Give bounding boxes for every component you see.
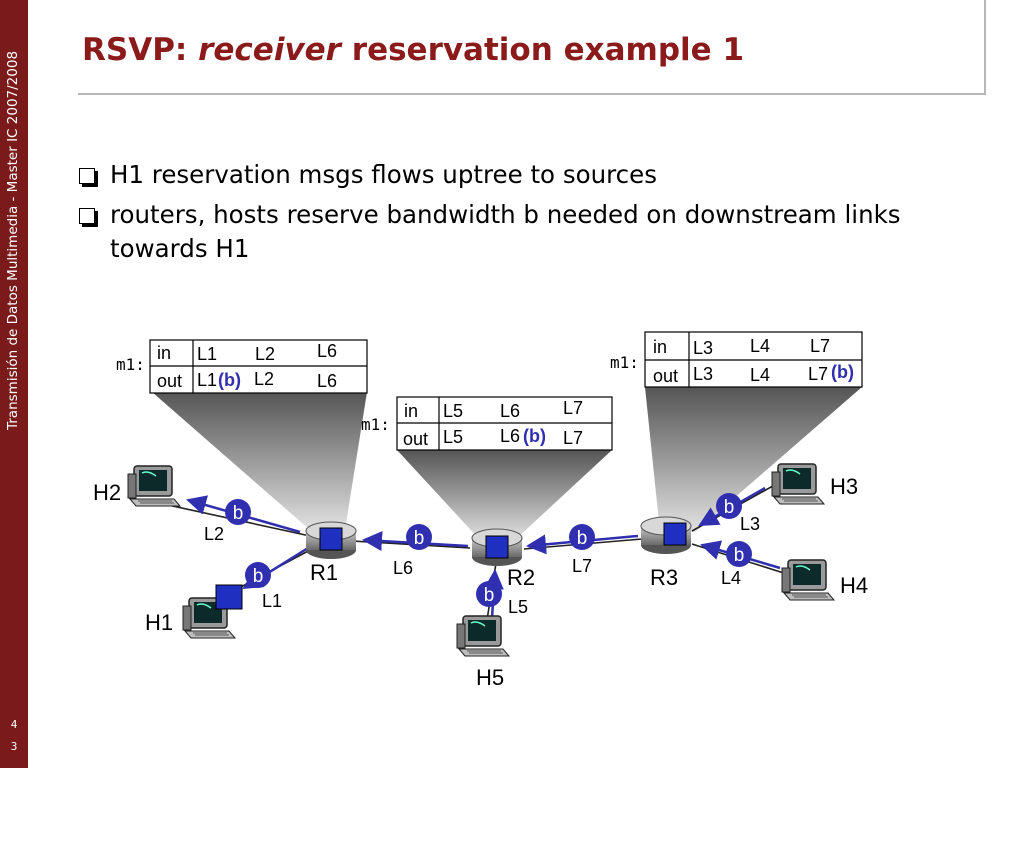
page-number-digit-1: 4 <box>10 718 18 731</box>
link-label-l6: L6 <box>393 558 413 578</box>
svg-text:L7: L7 <box>810 336 830 356</box>
svg-text:L6: L6 <box>500 401 520 421</box>
bullet-text: routers, hosts reserve bandwidth b neede… <box>110 200 901 263</box>
bullet-text: H1 reservation msgs flows uptree to sour… <box>110 160 657 189</box>
label-h2: H2 <box>93 480 121 505</box>
label-r3: R3 <box>650 565 678 590</box>
svg-text:L3: L3 <box>693 338 713 358</box>
checkbox-bullet-icon <box>79 208 95 224</box>
host-h4-computer-icon <box>781 559 835 601</box>
label-r2: R2 <box>507 565 535 590</box>
network-diagram: b b b b b b b H2 H1 H5 H3 H4 R1 R2 <box>93 331 868 690</box>
link-label-l7: L7 <box>572 556 592 576</box>
svg-text:L6: L6 <box>317 341 337 361</box>
svg-text:L5: L5 <box>443 401 463 421</box>
table-r2: m1: in L5 L6 L7 out L5 L6 (b) L7 <box>361 396 613 451</box>
title-emphasis: receiver <box>198 32 341 68</box>
router-r3 <box>640 516 692 554</box>
svg-text:out: out <box>157 371 182 391</box>
title-prefix: RSVP: <box>82 32 199 68</box>
svg-text:L5: L5 <box>443 427 463 447</box>
bandwidth-label: b <box>233 503 244 524</box>
host-h1-interface <box>215 584 243 610</box>
svg-text:L4: L4 <box>750 336 770 356</box>
label-h1: H1 <box>145 610 173 635</box>
title-suffix: reservation example 1 <box>340 32 745 68</box>
svg-text:L1: L1 <box>197 370 217 390</box>
host-h3-computer-icon <box>771 463 825 505</box>
svg-text:out: out <box>403 429 428 449</box>
svg-text:L3: L3 <box>693 364 713 384</box>
label-r1: R1 <box>310 560 338 585</box>
router-r1 <box>305 521 357 559</box>
svg-text:in: in <box>157 343 171 363</box>
link-label-l1: L1 <box>262 591 282 611</box>
page-number-digit-2: 3 <box>10 740 18 753</box>
svg-text:in: in <box>653 337 667 357</box>
svg-text:L6: L6 <box>317 371 337 391</box>
label-h5: H5 <box>476 665 504 690</box>
host-h5-computer-icon <box>456 615 510 657</box>
title-frame <box>78 0 986 95</box>
svg-text:L6: L6 <box>500 426 520 446</box>
link-label-l4: L4 <box>721 568 741 588</box>
funnel-r3 <box>645 387 862 532</box>
svg-text:in: in <box>404 401 418 421</box>
bullet-list: H1 reservation msgs flows uptree to sour… <box>76 158 956 272</box>
link-label-l3: L3 <box>740 514 760 534</box>
svg-text:(b): (b) <box>218 370 241 390</box>
host-h2-computer-icon <box>127 465 181 507</box>
svg-text:L1: L1 <box>197 344 217 364</box>
table-r1: m1: in L1 L2 L6 out L1 (b) L2 L6 <box>116 339 368 394</box>
table-r2-label: m1: <box>361 415 390 434</box>
slide-title: RSVP: receiver reservation example 1 <box>82 32 744 68</box>
bandwidth-label: b <box>484 585 495 606</box>
svg-text:L2: L2 <box>254 369 274 389</box>
funnel-r2 <box>397 450 612 540</box>
svg-text:(b): (b) <box>831 362 854 382</box>
svg-text:L2: L2 <box>255 344 275 364</box>
link-label-l2: L2 <box>204 524 224 544</box>
svg-text:L7: L7 <box>808 364 828 384</box>
bandwidth-markers: b b b b b b b <box>225 493 752 607</box>
label-h4: H4 <box>840 573 868 598</box>
bandwidth-label: b <box>577 528 588 549</box>
bullet-item: routers, hosts reserve bandwidth b neede… <box>76 198 956 266</box>
bandwidth-label: b <box>724 497 735 518</box>
checkbox-bullet-icon <box>79 168 95 184</box>
bandwidth-label: b <box>734 545 745 566</box>
svg-text:(b): (b) <box>523 426 546 446</box>
label-h3: H3 <box>830 474 858 499</box>
table-r3: m1: in L3 L4 L7 out L3 L4 L7 (b) <box>610 331 863 388</box>
table-r1-label: m1: <box>116 355 145 374</box>
table-r3-label: m1: <box>610 353 639 372</box>
svg-text:out: out <box>653 366 678 386</box>
router-r2 <box>471 528 523 566</box>
svg-text:L7: L7 <box>563 398 583 418</box>
svg-text:L7: L7 <box>563 428 583 448</box>
svg-text:L4: L4 <box>750 365 770 385</box>
sidebar: Transmisión de Datos Multimedia - Master… <box>0 0 28 768</box>
bandwidth-label: b <box>414 528 425 549</box>
bullet-item: H1 reservation msgs flows uptree to sour… <box>76 158 956 192</box>
bandwidth-label: b <box>253 566 264 587</box>
funnel-r1 <box>152 392 367 530</box>
link-label-l5: L5 <box>508 597 528 617</box>
